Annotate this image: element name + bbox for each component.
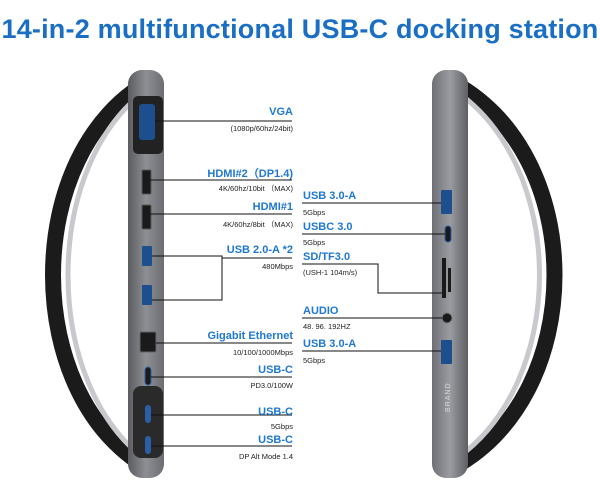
usbc-data-port-icon — [145, 405, 151, 423]
usb3-bottom-detail: 5Gbps — [303, 356, 326, 365]
hdmi2-label: HDMI#2（DP1.4) — [207, 168, 293, 180]
left-hub-body — [128, 70, 164, 478]
ethernet-label: Gigabit Ethernet — [207, 330, 293, 342]
sd-tf-label: SD/TF3.0 — [303, 251, 351, 263]
ethernet-port-icon — [139, 331, 157, 353]
usb3-top-label: USB 3.0-A — [303, 190, 357, 202]
usb3-top-detail: 5Gbps — [303, 208, 326, 217]
audio-label: AUDIO — [303, 305, 339, 317]
right-connector-lines — [302, 202, 445, 352]
usbc-dp-detail: DP Alt Mode 1.4 — [238, 452, 293, 461]
usbc-data-detail: 5Gbps — [270, 422, 293, 431]
right-cable-arc-inner — [446, 83, 542, 467]
audio-detail: 48. 96. 192HZ — [303, 322, 351, 331]
hdmi1-port-icon — [141, 204, 152, 230]
usb2-detail: 480Mbps — [262, 262, 293, 271]
usbc3-port-icon — [444, 225, 452, 243]
left-connector-lines — [150, 120, 292, 447]
ethernet-detail: 10/100/1000Mbps — [232, 348, 293, 357]
line-usb2-bracket — [152, 255, 223, 301]
right-hub — [432, 70, 563, 478]
hdmi2-port-icon — [141, 169, 152, 195]
vga-port-icon — [139, 104, 155, 140]
page-title: 14-in-2 multifunctional USB-C docking st… — [1, 14, 599, 44]
left-cable-arc-outer — [45, 72, 156, 478]
usbc-pd-detail: PD3.0/100W — [250, 381, 293, 390]
usb3-port-top-icon — [441, 190, 452, 214]
tf-slot-icon — [448, 268, 451, 292]
usbc-dp-label: USB-C — [258, 434, 293, 446]
right-cable-arc-outer — [444, 72, 563, 478]
usbc-data-label: USB-C — [258, 406, 293, 418]
hdmi2-detail: 4K/60hz/10bit （MAX) — [218, 184, 293, 193]
vga-detail: (1080p/60hz/24bit) — [230, 124, 293, 133]
left-hub — [45, 70, 164, 478]
sd-slot-icon — [442, 258, 446, 298]
usbc-pd-label: USB-C — [258, 364, 293, 376]
usb2-port-a-icon — [142, 246, 152, 266]
usb2-port-b-icon — [142, 285, 152, 305]
hdmi1-label: HDMI#1 — [252, 201, 293, 213]
usb2-label: USB 2.0-A *2 — [226, 244, 293, 256]
left-cable-arc-inner — [65, 83, 154, 467]
audio-jack-icon — [441, 312, 453, 324]
usbc-pd-port-icon — [144, 366, 152, 386]
usbc-dp-port-icon — [145, 436, 151, 454]
usb3-bottom-label: USB 3.0-A — [303, 338, 357, 350]
usb3-port-bottom-icon — [441, 340, 452, 364]
line-sd — [302, 263, 442, 294]
sd-tf-detail: (USH-1 104m/s) — [303, 268, 358, 277]
usbc3-label: USBC 3.0 — [303, 221, 353, 233]
brand-mark: BRAND — [445, 382, 452, 412]
hdmi1-detail: 4K/60hz/8bit （MAX) — [222, 220, 293, 229]
usbc3-detail: 5Gbps — [303, 238, 326, 247]
vga-label: VGA — [269, 106, 293, 118]
